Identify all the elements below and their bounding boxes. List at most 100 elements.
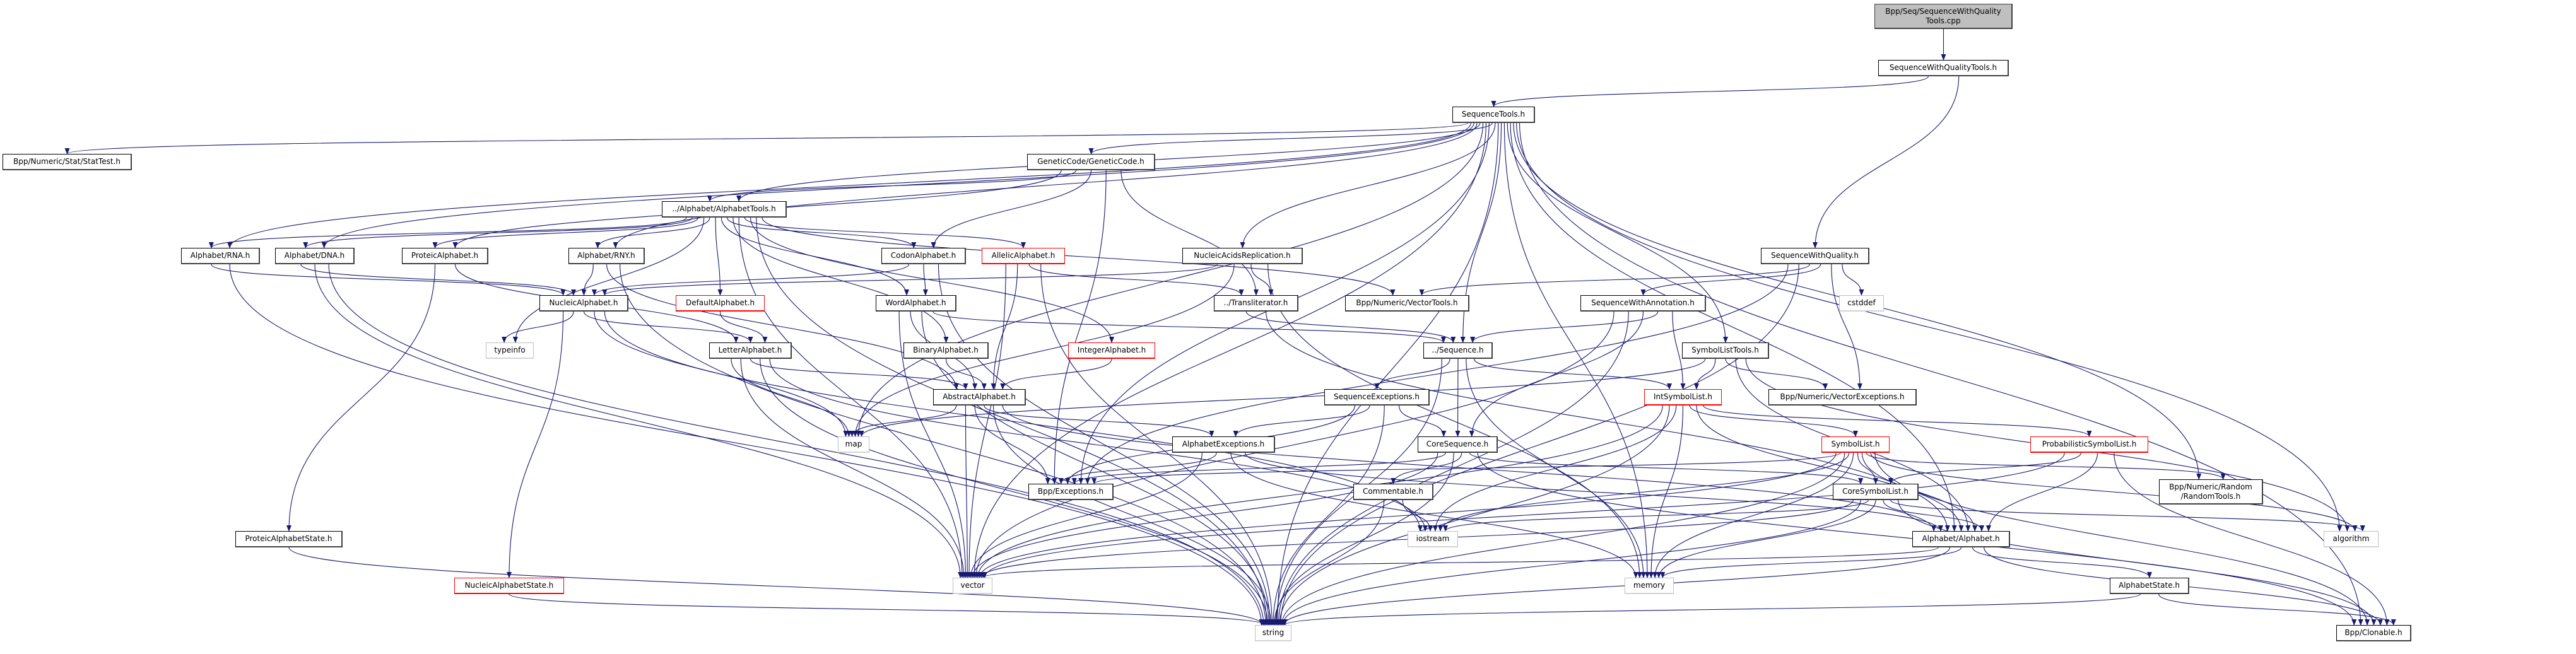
- node-sequence[interactable]: ../Sequence.h: [1423, 342, 1493, 359]
- edge-coresl-to-clonable: [1898, 499, 2377, 626]
- edge-comment-to-iostream: [1402, 499, 1433, 532]
- node-root[interactable]: Bpp/Seq/SequenceWithQuality Tools.cpp: [1874, 4, 2013, 29]
- edge-nucleic-to-letter: [583, 311, 753, 343]
- edge-alphtools-to-vector: [738, 217, 965, 578]
- node-pastate[interactable]: ProteicAlphabetState.h: [235, 531, 343, 547]
- edge-swa-to-vector: [973, 311, 1614, 578]
- node-sltools[interactable]: SymbolListTools.h: [1682, 342, 1769, 359]
- node-astate[interactable]: AlphabetState.h: [2110, 578, 2189, 594]
- edge-intsl-to-probsl: [1703, 405, 2092, 437]
- edge-alphtools-to-binary: [732, 217, 949, 343]
- edge-astate-to-string: [1283, 593, 2141, 626]
- edge-seqtools-to-memory: [1503, 122, 1650, 578]
- edge-symlist-to-random: [1866, 452, 2226, 480]
- node-seqtools[interactable]: SequenceTools.h: [1452, 107, 1535, 123]
- node-translit[interactable]: ../Transliterator.h: [1214, 295, 1298, 312]
- node-integer[interactable]: IntegerAlphabet.h: [1068, 342, 1155, 359]
- edge-nar-to-nucleic: [602, 264, 1218, 296]
- node-coresl[interactable]: CoreSymbolList.h: [1833, 484, 1919, 500]
- node-gencode[interactable]: GeneticCode/GeneticCode.h: [1027, 154, 1155, 170]
- node-swa[interactable]: SequenceWithAnnotation.h: [1580, 295, 1706, 312]
- edge-coresl-to-alphabet: [1883, 499, 1985, 532]
- edge-seqtools-to-string: [1274, 122, 1499, 626]
- edge-nucleic-to-typeinfo: [502, 311, 574, 343]
- node-nucleic[interactable]: NucleicAlphabet.h: [539, 295, 628, 312]
- edge-word-to-sequence: [932, 311, 1446, 343]
- node-alphexc[interactable]: AlphabetExceptions.h: [1172, 436, 1275, 453]
- node-seqexc[interactable]: SequenceExceptions.h: [1324, 389, 1430, 406]
- edge-symlist-to-memory: [1652, 452, 1854, 578]
- edge-gencode-to-alphtools: [707, 170, 1077, 202]
- node-rny[interactable]: Alphabet/RNY.h: [568, 248, 645, 264]
- node-iostream[interactable]: iostream: [1408, 531, 1458, 547]
- edge-swqt-to-swq: [1813, 76, 1960, 248]
- node-coreseq[interactable]: CoreSequence.h: [1418, 436, 1498, 453]
- edge-seqtools-to-rny: [613, 122, 1478, 248]
- node-swq[interactable]: SequenceWithQuality.h: [1761, 248, 1869, 264]
- node-map[interactable]: map: [838, 436, 869, 453]
- edge-alphtools-to-proteic: [432, 217, 698, 248]
- node-nar[interactable]: NucleicAcidsReplication.h: [1182, 248, 1303, 264]
- edge-swa-to-intsl: [1672, 311, 1686, 390]
- edge-probsl-to-coresl: [1888, 452, 2081, 484]
- node-exceptions[interactable]: Bpp/Exceptions.h: [1028, 484, 1114, 500]
- edge-symlist-to-coresl: [1857, 452, 1878, 484]
- node-swqt[interactable]: SequenceWithQualityTools.h: [1878, 60, 2009, 76]
- node-probsl[interactable]: ProbabilisticSymbolList.h: [2030, 436, 2148, 453]
- edge-allelic-to-string: [1040, 264, 1275, 626]
- node-stattest[interactable]: Bpp/Numeric/Stat/StatTest.h: [3, 154, 132, 170]
- edge-alphexc-to-alphabet: [1245, 452, 1943, 532]
- edge-alphabet-to-vector: [980, 547, 1939, 578]
- edge-alphexc-to-vector: [968, 452, 1203, 578]
- node-dna[interactable]: Alphabet/DNA.h: [275, 248, 355, 264]
- node-proteic[interactable]: ProteicAlphabet.h: [402, 248, 488, 264]
- node-codon[interactable]: CodonAlphabet.h: [881, 248, 966, 264]
- node-memory[interactable]: memory: [1625, 578, 1674, 594]
- edge-coresl-to-algorithm: [1890, 499, 2365, 532]
- edge-nar-to-map: [852, 264, 1235, 437]
- node-alphabet[interactable]: Alphabet/Alphabet.h: [1912, 531, 2010, 547]
- node-allelic[interactable]: AllelicAlphabet.h: [982, 248, 1065, 264]
- node-string[interactable]: string: [1255, 625, 1291, 641]
- edge-swq-to-vectools: [1419, 264, 1810, 296]
- edge-binary-to-abstract: [945, 358, 987, 390]
- edge-seqtools-to-rna: [227, 122, 1471, 248]
- edge-alphabet-to-astate: [1972, 547, 2152, 578]
- edge-proteic-to-pastate: [286, 264, 436, 532]
- edge-codon-to-string: [938, 264, 1273, 626]
- edge-alphexc-to-exceptions: [1058, 452, 1217, 484]
- node-typeinfo[interactable]: typeinfo: [486, 342, 534, 359]
- node-abstract[interactable]: AbstractAlphabet.h: [933, 389, 1026, 406]
- node-algorithm[interactable]: algorithm: [2324, 531, 2379, 547]
- node-alphtools[interactable]: ../Alphabet/AlphabetTools.h: [662, 201, 787, 218]
- node-cstddef[interactable]: cstddef: [1839, 295, 1884, 312]
- node-clonable[interactable]: Bpp/Clonable.h: [2336, 625, 2411, 641]
- edge-alphtools-to-allelic: [744, 217, 1026, 248]
- edge-alphtools-to-rna: [209, 217, 687, 248]
- node-random[interactable]: Bpp/Numeric/Random /RandomTools.h: [2159, 479, 2263, 505]
- node-nastate[interactable]: NucleicAlphabetState.h: [454, 578, 564, 594]
- edge-seqtools-to-clonable: [1519, 122, 2363, 626]
- edge-coresl-to-memory: [1656, 499, 1876, 578]
- node-symlist[interactable]: SymbolList.h: [1821, 436, 1890, 453]
- edge-symlist-to-exceptions: [1091, 452, 1841, 484]
- node-rna[interactable]: Alphabet/RNA.h: [181, 248, 260, 264]
- edge-sequence-to-coreseq: [1455, 358, 1461, 437]
- edge-abstract-to-alphexc: [984, 405, 1214, 437]
- edge-letter-to-map: [731, 358, 852, 437]
- edge-alphtools-to-codon: [727, 217, 917, 248]
- node-default[interactable]: DefaultAlphabet.h: [676, 295, 765, 312]
- node-intsl[interactable]: IntSymbolList.h: [1644, 389, 1722, 406]
- node-comment[interactable]: Commentable.h: [1353, 484, 1433, 500]
- node-vecexc[interactable]: Bpp/Numeric/VectorExceptions.h: [1768, 389, 1917, 406]
- node-letter[interactable]: LetterAlphabet.h: [709, 342, 792, 359]
- edge-abstract-to-string: [993, 405, 1274, 626]
- node-binary[interactable]: BinaryAlphabet.h: [903, 342, 989, 359]
- node-word[interactable]: WordAlphabet.h: [876, 295, 956, 312]
- node-vectools[interactable]: Bpp/Numeric/VectorTools.h: [1345, 295, 1469, 312]
- edge-abstract-to-vector: [965, 405, 970, 578]
- edge-coreseq-to-coresl: [1469, 452, 1864, 484]
- node-vector[interactable]: vector: [953, 578, 992, 594]
- edge-alphexc-to-memory: [1230, 452, 1638, 578]
